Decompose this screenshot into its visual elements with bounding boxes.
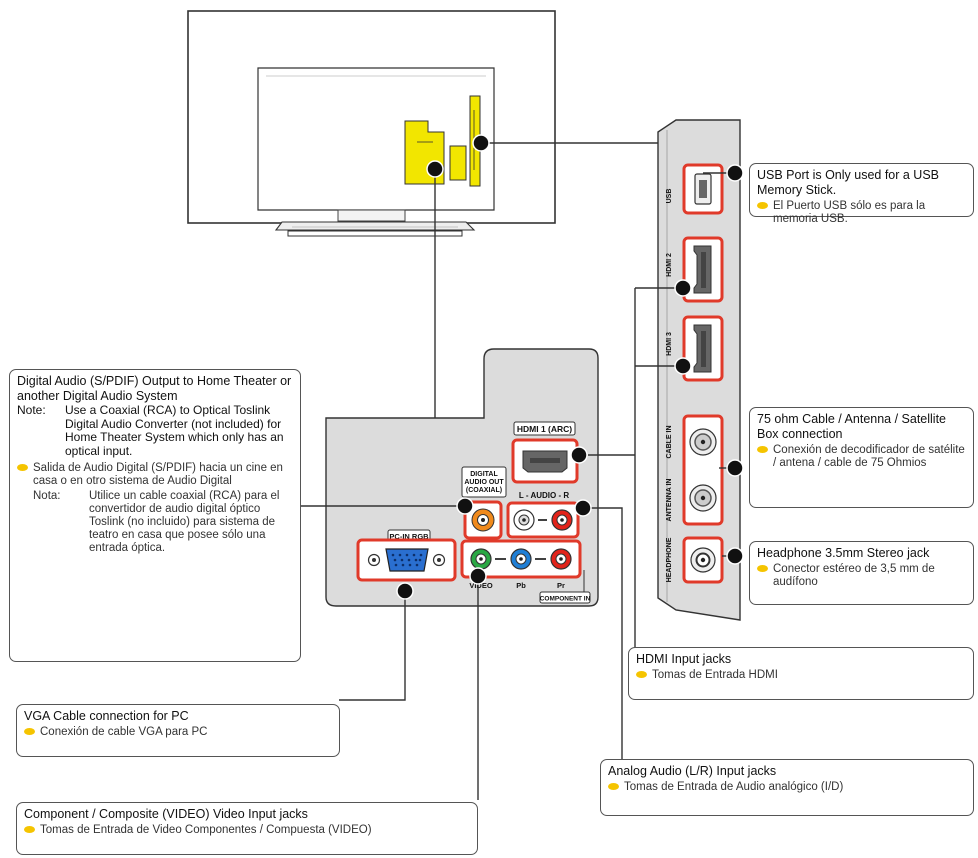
bullet-icon bbox=[24, 826, 35, 833]
usb-panel-label: USB bbox=[666, 189, 673, 204]
bullet-icon bbox=[757, 446, 768, 453]
hdmi-callout: HDMI Input jacks Tomas de Entrada HDMI bbox=[628, 647, 974, 700]
dot-tv-center bbox=[426, 160, 444, 178]
vga-callout: VGA Cable connection for PC Conexión de … bbox=[16, 704, 340, 757]
dot-usb bbox=[726, 164, 744, 182]
bullet-icon bbox=[757, 202, 768, 209]
hdmi1-port-icon bbox=[511, 438, 579, 484]
digital-callout-sub: Salida de Audio Digital (S/PDIF) hacia u… bbox=[17, 462, 293, 488]
hdmi2-panel-label: HDMI 2 bbox=[666, 253, 673, 277]
tv-rear-view bbox=[187, 10, 556, 237]
component-callout-title: Component / Composite (VIDEO) Video Inpu… bbox=[24, 807, 308, 821]
dot-hdmi3 bbox=[674, 357, 692, 375]
hdmi3-panel-label: HDMI 3 bbox=[666, 332, 673, 356]
hdmi1-arc-label: HDMI 1 (ARC) bbox=[517, 424, 572, 434]
bullet-icon bbox=[757, 565, 768, 572]
headphone-callout: Headphone 3.5mm Stereo jack Conector est… bbox=[749, 541, 974, 605]
analog-audio-callout: Analog Audio (L/R) Input jacks Tomas de … bbox=[600, 759, 974, 816]
antenna-in-panel-label: ANTENNA IN bbox=[666, 479, 673, 522]
bullet-icon bbox=[636, 671, 647, 678]
dot-audio-lr bbox=[574, 499, 592, 517]
pr-label: Pr bbox=[557, 581, 565, 590]
headphone-panel-label: HEADPHONE bbox=[666, 537, 673, 582]
dot-antenna bbox=[726, 459, 744, 477]
usb-port-icon bbox=[682, 163, 724, 215]
component-in-label: COMPONENT IN bbox=[540, 596, 591, 603]
hdmi-callout-sub: Tomas de Entrada HDMI bbox=[636, 669, 966, 682]
cable-callout-sub: Conexión de decodificador de satélite / … bbox=[757, 444, 966, 470]
audio-lr-ports-icon bbox=[506, 501, 580, 539]
hdmi-callout-title: HDMI Input jacks bbox=[636, 652, 732, 666]
nota-label: Nota: bbox=[33, 490, 61, 502]
dot-hdmi2 bbox=[674, 279, 692, 297]
tv-stand bbox=[274, 209, 476, 237]
bullet-icon bbox=[17, 464, 28, 471]
component-ports-icon bbox=[460, 539, 582, 579]
leader-lines bbox=[300, 142, 735, 800]
digital-callout-nota: Nota: Utilice un cable coaxial (RCA) par… bbox=[33, 490, 293, 555]
dot-component bbox=[469, 567, 487, 585]
component-callout-sub: Tomas de Entrada de Video Componentes / … bbox=[24, 824, 470, 837]
analog-callout-sub: Tomas de Entrada de Audio analógico (I/D… bbox=[608, 781, 966, 794]
usb-callout-sub: El Puerto USB sólo es para la memoria US… bbox=[757, 200, 966, 226]
coaxial-port-icon bbox=[463, 500, 503, 540]
usb-callout: USB Port is Only used for a USB Memory S… bbox=[749, 163, 974, 225]
hdmi2-port-icon bbox=[682, 236, 724, 303]
hdmi3-port-icon bbox=[682, 315, 724, 382]
cable-in-panel-label: CABLE IN bbox=[666, 425, 673, 458]
digital-audio-label-2: AUDIO OUT bbox=[464, 479, 504, 486]
digital-callout-note: Note: Use a Coaxial (RCA) to Optical Tos… bbox=[17, 403, 293, 458]
tv-rear-panel-highlight bbox=[404, 95, 481, 187]
antenna-ports-icon bbox=[682, 414, 724, 526]
dot-headphone bbox=[726, 547, 744, 565]
audio-lr-label: L - AUDIO - R bbox=[519, 491, 569, 500]
dot-markers bbox=[396, 134, 744, 600]
note-label: Note: bbox=[17, 403, 46, 417]
vga-port-icon bbox=[356, 538, 457, 582]
vga-callout-sub: Conexión de cable VGA para PC bbox=[24, 726, 332, 739]
digital-callout-title: Digital Audio (S/PDIF) Output to Home Th… bbox=[17, 374, 292, 403]
cable-callout-title: 75 ohm Cable / Antenna / Satellite Box c… bbox=[757, 412, 947, 441]
note-text: Use a Coaxial (RCA) to Optical Toslink D… bbox=[65, 403, 284, 458]
component-callout: Component / Composite (VIDEO) Video Inpu… bbox=[16, 802, 478, 855]
dot-vga bbox=[396, 582, 414, 600]
pb-label: Pb bbox=[516, 581, 526, 590]
digital-audio-label-1: DIGITAL bbox=[470, 471, 498, 478]
rear-input-panel: HDMI 1 (ARC) DIGITAL AUDIO OUT (COAXIAL)… bbox=[325, 348, 599, 607]
side-input-panel: USB HDMI 2 HDMI 3 CABLE IN ANTENNA IN HE… bbox=[657, 119, 741, 621]
analog-callout-title: Analog Audio (L/R) Input jacks bbox=[608, 764, 777, 778]
vga-callout-title: VGA Cable connection for PC bbox=[24, 709, 189, 723]
video-label: VIDEO bbox=[469, 581, 493, 590]
headphone-port-icon bbox=[682, 536, 724, 584]
cable-antenna-callout: 75 ohm Cable / Antenna / Satellite Box c… bbox=[749, 407, 974, 508]
dot-hdmi1 bbox=[570, 446, 588, 464]
pc-in-rgb-label: PC-IN RGB bbox=[389, 532, 429, 541]
headphone-callout-title: Headphone 3.5mm Stereo jack bbox=[757, 546, 930, 560]
bullet-icon bbox=[608, 783, 619, 790]
headphone-callout-sub: Conector estéreo de 3,5 mm de audífono bbox=[757, 563, 966, 589]
nota-text: Utilice un cable coaxial (RCA) para el c… bbox=[89, 490, 280, 554]
digital-audio-callout: Digital Audio (S/PDIF) Output to Home Th… bbox=[9, 369, 301, 662]
digital-audio-label-3: (COAXIAL) bbox=[466, 487, 502, 494]
usb-callout-title: USB Port is Only used for a USB Memory S… bbox=[757, 168, 940, 197]
dot-tv-side bbox=[472, 134, 490, 152]
bullet-icon bbox=[24, 728, 35, 735]
dot-coaxial bbox=[456, 497, 474, 515]
